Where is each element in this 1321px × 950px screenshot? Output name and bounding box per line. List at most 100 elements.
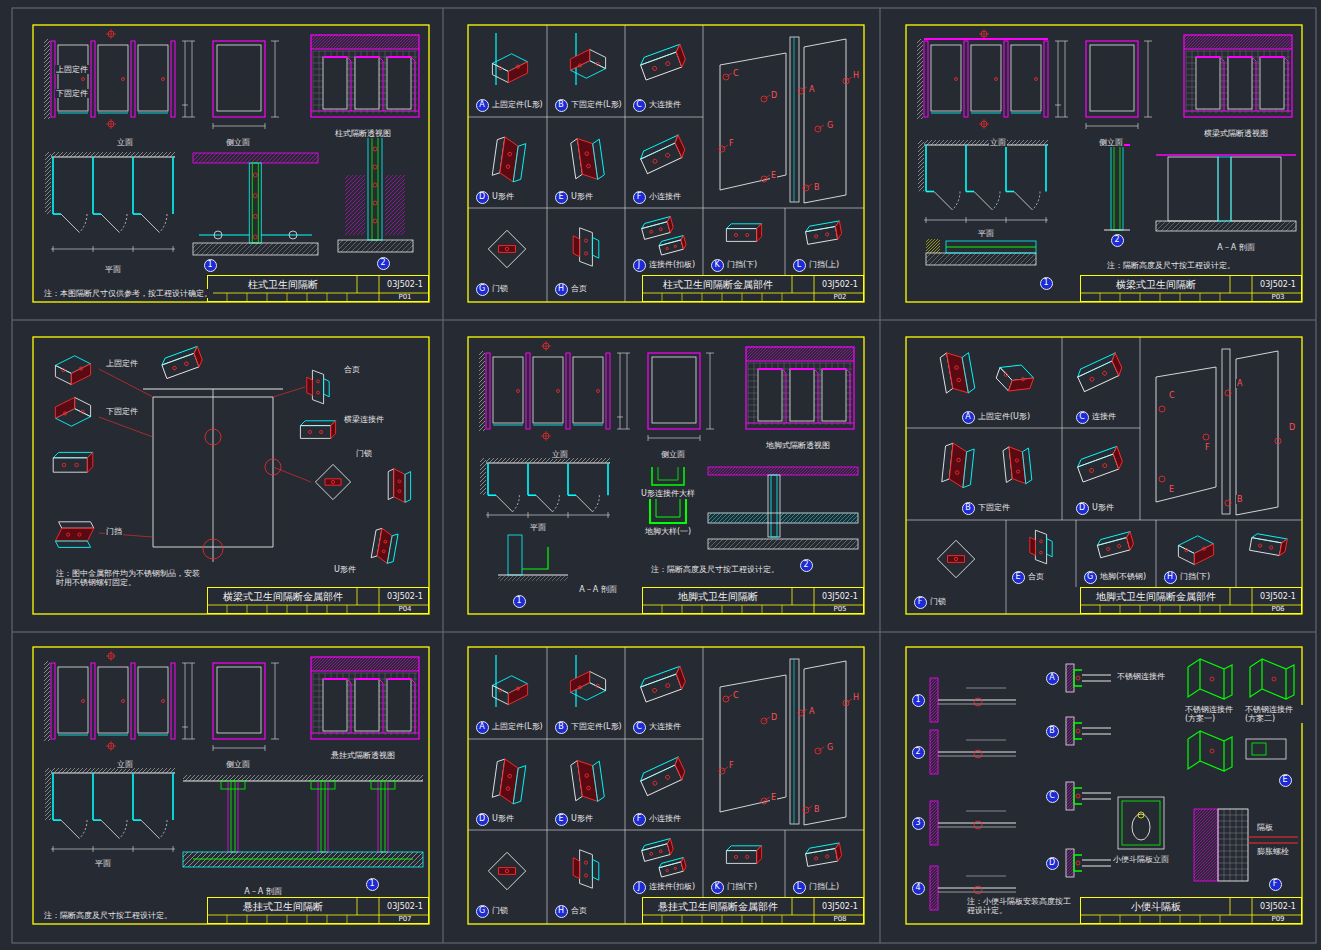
hatch-line: [917, 39, 923, 119]
part-hole: [652, 159, 657, 164]
hatch-line: [777, 347, 791, 361]
cad-circle: [1076, 794, 1080, 798]
hatch-line: [390, 657, 404, 671]
hatch-line: [170, 768, 175, 773]
cad-rect: [378, 781, 388, 852]
part-face: [961, 353, 975, 393]
hatch-line: [267, 153, 277, 163]
cad-line: [313, 51, 314, 113]
cad-line: [111, 119, 112, 129]
cad-line: [528, 512, 529, 518]
cad-rect: [930, 678, 938, 722]
hatch-line: [931, 801, 938, 845]
hatch-line: [1227, 35, 1241, 49]
cad-line: [722, 915, 723, 924]
hatch-line: [790, 513, 800, 523]
hatch-line: [748, 539, 758, 549]
hatch-line: [393, 657, 407, 671]
hatch-line: [146, 152, 151, 157]
cad-line: [1236, 520, 1237, 587]
cad-line: [12, 632, 1316, 633]
metal-part: [1178, 536, 1213, 565]
cad-line: [307, 915, 308, 924]
hatch-line: [301, 243, 313, 255]
hatch-line: [321, 657, 335, 671]
cad-line: [443, 8, 444, 943]
hatch-line: [758, 539, 768, 549]
cad-line: [746, 423, 854, 424]
part-hole: [505, 247, 508, 250]
cad-circle: [214, 231, 222, 239]
hatch-line: [402, 35, 416, 49]
hatch-line: [45, 768, 51, 820]
part-hole: [331, 480, 334, 483]
cad-line: [349, 51, 350, 113]
hatch-line: [930, 730, 938, 774]
cad-line: [576, 495, 593, 512]
hatch-line: [1261, 221, 1271, 231]
part-face: [570, 671, 589, 692]
hatch-line: [918, 140, 924, 192]
hatch-line: [389, 175, 405, 235]
hatch-line: [401, 175, 405, 235]
hatch-line: [371, 240, 383, 252]
cad-face: [804, 661, 846, 825]
part-face: [641, 674, 682, 702]
hatch-line: [1171, 221, 1181, 231]
hatch-line: [1266, 35, 1280, 49]
cad-line: [227, 293, 228, 302]
hatch-line: [44, 661, 48, 741]
metal-part: [658, 857, 687, 877]
cad-line: [379, 679, 383, 683]
cad-rect: [1066, 664, 1074, 692]
cad-line: [271, 663, 279, 664]
hatch-line: [1284, 35, 1292, 49]
hatch-line: [930, 801, 938, 845]
cad-line: [790, 368, 814, 370]
hatch-line: [708, 539, 713, 549]
part-face: [590, 49, 606, 68]
hatch-line: [150, 768, 155, 773]
part-face: [513, 765, 526, 805]
hatch-line: [917, 39, 921, 119]
cad-line: [307, 293, 308, 302]
cad-rect: [906, 647, 1302, 924]
hatch-line: [480, 458, 486, 495]
hatch-line: [44, 661, 50, 741]
cad-rect: [1044, 41, 1048, 117]
metal-part: [726, 846, 761, 864]
hatch-line: [930, 801, 938, 845]
hatch-line: [1066, 664, 1074, 692]
hatch-line: [753, 347, 767, 361]
cad-line: [133, 213, 141, 215]
hatch-line: [201, 243, 213, 255]
door-swing: [79, 820, 87, 838]
part-face: [1078, 361, 1119, 392]
hatch: [193, 243, 318, 255]
cad-circle: [373, 219, 377, 223]
cad-rect: [33, 25, 429, 302]
cad-line: [706, 353, 714, 354]
cad-line: [924, 38, 1048, 40]
cad-line: [275, 41, 276, 117]
door-swing: [593, 495, 600, 512]
part-hole: [1106, 547, 1110, 551]
cad-line: [1080, 293, 1302, 294]
hatch-line: [366, 35, 380, 49]
cad-line: [265, 123, 266, 129]
hatch-line: [390, 35, 404, 49]
hatch: [193, 153, 318, 163]
hatch-line: [917, 39, 923, 119]
hatch-line: [341, 240, 353, 252]
hatch-line: [726, 513, 736, 523]
cad-line: [1200, 731, 1224, 771]
hatch-line: [934, 801, 938, 845]
hatch-line: [327, 657, 341, 671]
hatch-line: [789, 347, 803, 361]
part-hole: [585, 152, 589, 156]
hatch-line: [930, 801, 938, 845]
hatch-line: [918, 140, 924, 192]
hatch-line: [762, 513, 768, 523]
part-face: [580, 850, 593, 888]
cad-circle: [373, 165, 377, 169]
